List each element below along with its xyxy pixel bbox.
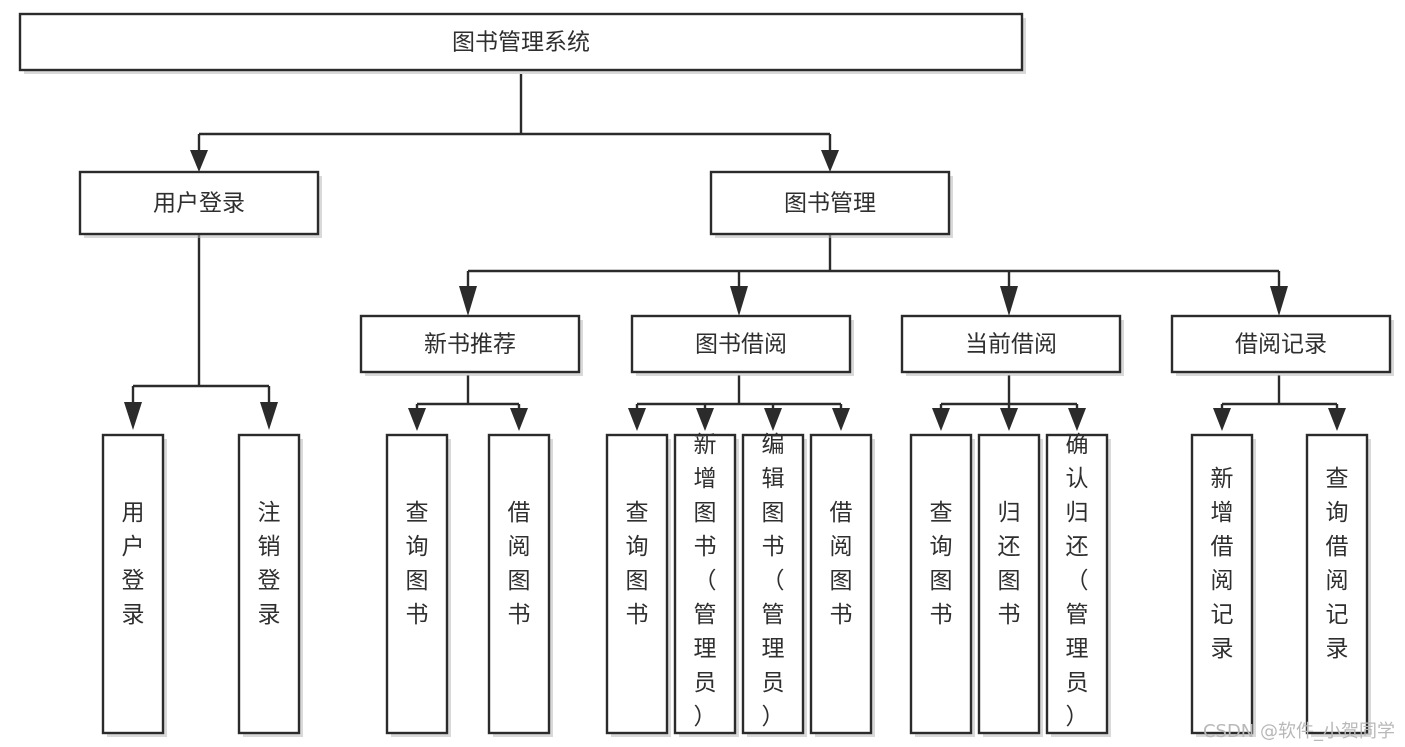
leaf-box: [237, 433, 301, 735]
leaf-current-borrow-2[interactable]: 确认归还（管理员）: [1045, 432, 1111, 737]
book-borrow-box: [630, 314, 852, 374]
book-management-box: [709, 170, 951, 236]
leaf-box: [809, 433, 873, 735]
arrow-bookborrow-leaf-1: [696, 408, 714, 431]
leaf-box: [385, 433, 449, 735]
leaf-label: 借阅图书: [830, 500, 853, 628]
leaf-label: 新增借阅记录: [1211, 466, 1234, 662]
book-management-label: 图书管理: [784, 191, 876, 217]
leaf-label: 新增图书（管理员）: [694, 432, 717, 730]
user-login-label: 用户登录: [153, 191, 245, 217]
leaf-label: 注销登录: [258, 500, 281, 628]
leaf-label: 查询图书: [930, 500, 953, 628]
arrow-newbook-leaf-1: [510, 408, 528, 431]
leaf-borrow-record-0[interactable]: 新增借阅记录: [1190, 433, 1256, 737]
csdn-watermark: CSDN @软件_小贺同学: [1202, 721, 1395, 742]
leaf-current-borrow-1[interactable]: 归还图书: [977, 433, 1043, 737]
leaf-borrow-record-1[interactable]: 查询借阅记录: [1305, 433, 1371, 737]
root-label: 图书管理系统: [452, 30, 590, 56]
leaf-label: 查询图书: [626, 500, 649, 628]
leaf-label: 编辑图书（管理员）: [762, 432, 785, 730]
leaf-label: 确认归还（管理员）: [1066, 432, 1089, 730]
borrow-record-label: 借阅记录: [1235, 332, 1327, 358]
arrow-userlogin-leaf-0: [124, 402, 142, 430]
user-login-box: [78, 170, 320, 236]
leaf-box: [1305, 433, 1369, 735]
current-borrow-label: 当前借阅: [965, 332, 1057, 358]
arrow-bookmgmt-to-current-borrow: [1000, 286, 1018, 316]
leaf-book-borrow-0[interactable]: 查询图书: [605, 433, 671, 737]
leaf-user-login-0[interactable]: 用户登录: [101, 433, 167, 737]
leaf-box: [101, 433, 165, 735]
arrow-bookmgmt-to-book-borrow: [730, 286, 748, 316]
node-book-borrow[interactable]: 图书借阅: [630, 314, 854, 376]
arrow-bookmgmt-to-new-book: [459, 286, 477, 316]
node-new-book-recommend[interactable]: 新书推荐: [359, 314, 583, 376]
leaf-label: 借阅图书: [508, 500, 531, 628]
arrow-borrowrecord-leaf-0: [1213, 408, 1231, 431]
node-book-management[interactable]: 图书管理: [709, 170, 953, 238]
new-book-recommend-box: [359, 314, 581, 374]
arrow-userlogin-leaf-1: [260, 402, 278, 430]
leaf-user-login-1[interactable]: 注销登录: [237, 433, 303, 737]
arrow-currentborrow-leaf-0: [932, 408, 950, 431]
arrow-bookborrow-leaf-3: [832, 408, 850, 431]
new-book-recommend-label: 新书推荐: [424, 332, 516, 358]
leaf-label: 用户登录: [122, 500, 145, 628]
leaf-new-book-recommend-0[interactable]: 查询图书: [385, 433, 451, 737]
leaf-current-borrow-0[interactable]: 查询图书: [909, 433, 975, 737]
leaf-new-book-recommend-1[interactable]: 借阅图书: [487, 433, 553, 737]
arrow-bookborrow-leaf-0: [628, 408, 646, 431]
leaf-box: [741, 433, 805, 735]
arrow-currentborrow-leaf-2: [1068, 408, 1086, 431]
leaf-book-borrow-2[interactable]: 编辑图书（管理员）: [741, 432, 807, 737]
leaf-book-borrow-1[interactable]: 新增图书（管理员）: [673, 432, 739, 737]
leaf-box: [605, 433, 669, 735]
arrow-bookmgmt-to-borrow-record: [1270, 286, 1288, 316]
arrow-root-to-book-mgmt: [821, 150, 839, 172]
leaf-box: [673, 433, 737, 735]
leaf-box: [1190, 433, 1254, 735]
node-user-login[interactable]: 用户登录: [78, 170, 322, 238]
arrow-newbook-leaf-0: [408, 408, 426, 431]
current-borrow-box: [900, 314, 1122, 374]
leaf-box: [1045, 433, 1109, 735]
arrow-currentborrow-leaf-1: [1000, 408, 1018, 431]
leaf-label: 归还图书: [998, 500, 1021, 628]
leaf-box: [909, 433, 973, 735]
borrow-record-box: [1170, 314, 1392, 374]
arrow-borrowrecord-leaf-1: [1328, 408, 1346, 431]
arrow-root-to-user-login: [190, 150, 208, 172]
node-borrow-record[interactable]: 借阅记录: [1170, 314, 1394, 376]
connector-layer: [124, 74, 1346, 431]
root-box: [18, 12, 1024, 72]
node-current-borrow[interactable]: 当前借阅: [900, 314, 1124, 376]
node-root[interactable]: 图书管理系统: [18, 12, 1026, 74]
leaf-book-borrow-3[interactable]: 借阅图书: [809, 433, 875, 737]
book-borrow-label: 图书借阅: [695, 332, 787, 358]
leaf-label: 查询图书: [406, 500, 429, 628]
leaf-box: [487, 433, 551, 735]
leaf-label: 查询借阅记录: [1326, 466, 1349, 662]
leaf-box: [977, 433, 1041, 735]
arrow-bookborrow-leaf-2: [764, 408, 782, 431]
